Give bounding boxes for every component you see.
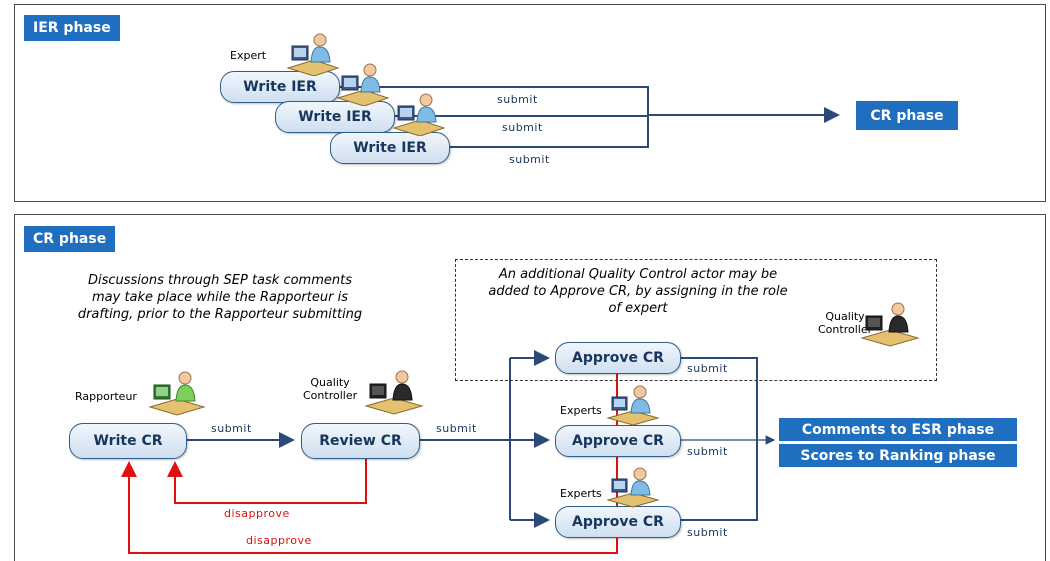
scores-to-ranking-output[interactable]: Scores to Ranking phase <box>779 444 1017 467</box>
discussion-note: Discussions through SEP task comments ma… <box>40 272 400 323</box>
disapprove-label-review: disapprove <box>224 507 290 520</box>
submit-label-approve-mid: submit <box>687 445 728 458</box>
discussion-note-line-3: drafting, prior to the Rapporteur submit… <box>77 307 363 322</box>
comments-to-esr-output[interactable]: Comments to ESR phase <box>779 418 1017 441</box>
qc-note: An additional Quality Control actor may … <box>463 266 813 317</box>
qc-box-actor-line-1: Quality <box>825 310 865 323</box>
write-ier-node-3[interactable]: Write IER <box>330 132 450 164</box>
ier-submit-label-3: submit <box>509 153 550 166</box>
experts-icon-bottom <box>606 467 660 508</box>
qc-box-actor-line-2: Controller <box>818 323 873 336</box>
write-cr-node[interactable]: Write CR <box>69 423 187 459</box>
review-cr-node[interactable]: Review CR <box>301 423 420 459</box>
discussion-note-line-1: Discussions through SEP task comments <box>87 273 352 288</box>
approve-top-out <box>680 357 758 440</box>
approve-cr-node-top[interactable]: Approve CR <box>555 342 681 374</box>
submit-label-approve-bottom: submit <box>687 526 728 539</box>
qc-note-line-1: An additional Quality Control actor may … <box>498 267 778 282</box>
cr-phase-title: CR phase <box>24 226 116 252</box>
quality-controller-label: Quality Controller <box>303 376 357 402</box>
approve-cr-node-mid[interactable]: Approve CR <box>555 425 681 457</box>
qc-note-line-2: added to Approve CR, by assigning in the… <box>488 284 788 299</box>
expert-person-icon-3 <box>392 93 446 136</box>
expert-label: Expert <box>230 49 267 62</box>
rapporteur-icon <box>148 371 206 416</box>
ier-submit-label-2: submit <box>502 121 543 134</box>
approve-cr-node-bottom[interactable]: Approve CR <box>555 506 681 538</box>
expert-person-icon-2 <box>336 63 390 106</box>
ier-submit-label-1: submit <box>497 93 538 106</box>
discussion-note-line-2: may take place while the Rapporteur is <box>92 290 348 305</box>
disapprove-approve-line <box>121 461 618 554</box>
quality-control-box <box>455 259 937 381</box>
submit-label-write: submit <box>211 422 252 435</box>
expert-person-icon-1 <box>286 33 340 76</box>
quality-controller-line-1: Quality <box>310 376 350 389</box>
experts-icon-mid <box>606 385 660 426</box>
submit-label-approve-top: submit <box>687 362 728 375</box>
experts-label-bottom: Experts <box>560 487 602 500</box>
approve-bottom-out <box>680 440 758 521</box>
disapprove-label-approve: disapprove <box>246 534 312 547</box>
qc-box-actor-label: Quality Controller <box>818 310 872 336</box>
ier-phase-title: IER phase <box>24 15 120 41</box>
qc-note-line-3: of expert <box>608 301 668 316</box>
experts-label-mid: Experts <box>560 404 602 417</box>
write-ier-node-1[interactable]: Write IER <box>220 71 340 103</box>
write-ier-node-2[interactable]: Write IER <box>275 101 395 133</box>
quality-controller-icon <box>364 370 424 415</box>
quality-controller-line-2: Controller <box>303 389 358 402</box>
quality-controller-icon-box <box>860 302 920 347</box>
disapprove-review-line <box>167 458 367 504</box>
rapporteur-label: Rapporteur <box>75 390 137 403</box>
cr-phase-target[interactable]: CR phase <box>856 101 958 130</box>
submit-label-review: submit <box>436 422 477 435</box>
